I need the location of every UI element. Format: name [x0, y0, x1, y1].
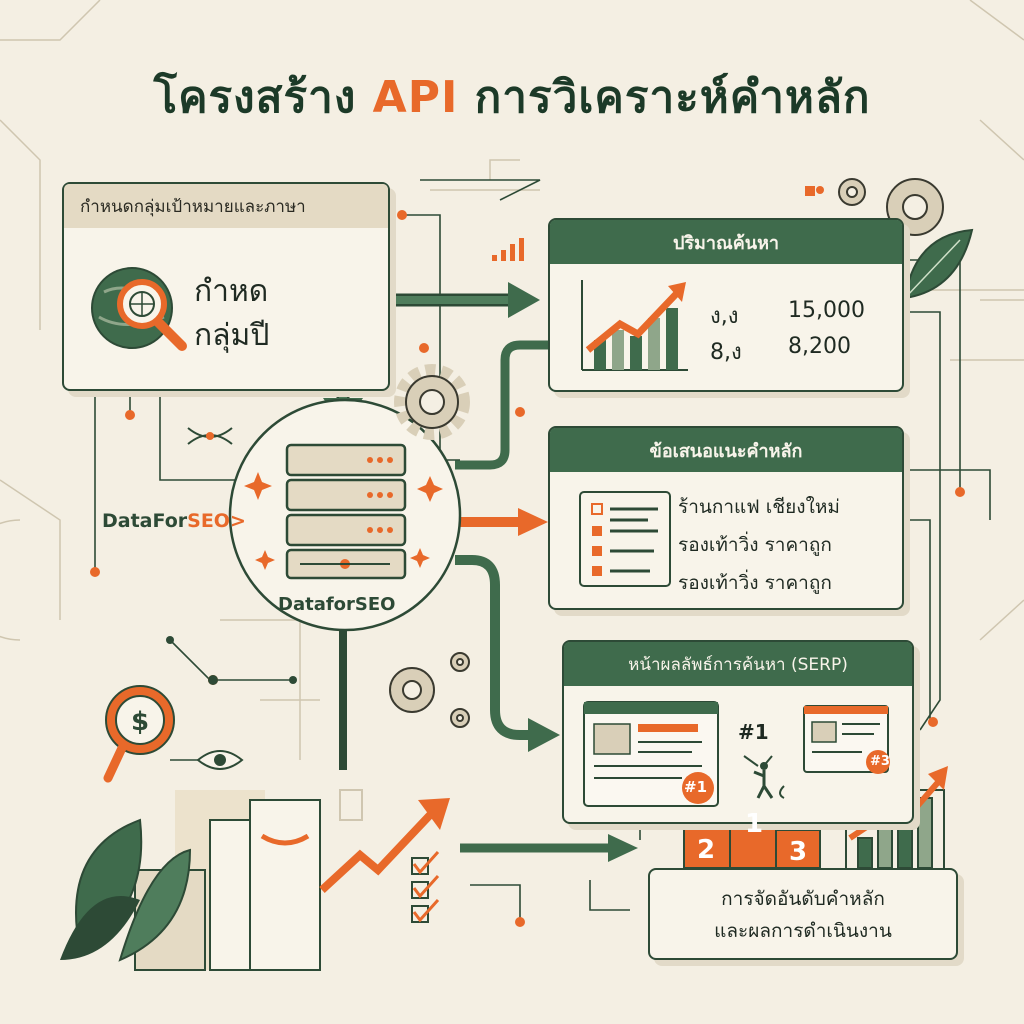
suggestion-item-2: รองเท้าวิ่ง ราคาถูก	[678, 534, 832, 556]
serp-page-icon-small	[803, 705, 890, 774]
target-audience-box: กำหนดกลุ่มเป้าหมายและภาษา กำหด กลุ่มปี	[62, 182, 390, 391]
keyword-suggestions-box: ข้อเสนอแนะคำหลัก ร้านกาแฟ เชียงใหม่ รองเ…	[548, 426, 904, 610]
dna-icon	[187, 427, 233, 445]
podium-rank-3: 3	[789, 837, 807, 867]
serp-rank-badge-1: #1	[684, 778, 708, 796]
title-suffix: การวิเคราะห์คำหลัก	[474, 72, 871, 123]
buildings-graphic	[134, 789, 363, 971]
podium-rank-1: 1	[745, 809, 763, 839]
brand-left-arrow: >	[229, 510, 246, 532]
checklist-icon	[411, 850, 440, 923]
money-search-icon: $	[103, 685, 175, 783]
target-line-1: กำหด	[194, 274, 269, 309]
gear-icon	[389, 652, 470, 728]
volume-row-2-value: 8,200	[788, 334, 851, 359]
climber-icon	[743, 755, 785, 799]
brand-left-accent: SEO	[187, 510, 230, 532]
arrow-from-hub-up	[455, 340, 548, 470]
background-circuit-lines	[0, 0, 1024, 760]
title-accent: API	[372, 72, 459, 123]
suggestion-item-1: ร้านกาแฟ เชียงใหม่	[678, 496, 840, 518]
volume-row-1-value: 15,000	[788, 298, 865, 323]
small-square-dot	[805, 186, 815, 196]
globe-search-icon	[91, 267, 187, 351]
serp-page-icon	[583, 701, 719, 807]
ranking-performance-box: การจัดอันดับคำหลัก และผลการดำเนินงาน	[648, 868, 958, 960]
volume-row-2-label: 8,ง	[710, 340, 742, 365]
volume-row-1-label: ง,ง	[710, 304, 739, 329]
search-volume-box: ปริมาณค้นหา ง,ง 15,000 8,ง 8,200	[548, 218, 904, 392]
server-stack-icon	[285, 443, 407, 580]
target-audience-header: กำหนดกลุ่มเป้าหมายและภาษา	[64, 184, 388, 228]
keyword-suggestions-header: ข้อเสนอแนะคำหลัก	[550, 428, 902, 472]
serp-box: หน้าผลลัพธ์การค้นหา (SERP) #1 #1 #3	[562, 640, 914, 824]
leaf-icon	[903, 228, 974, 300]
search-volume-header: ปริมาณค้นหา	[550, 220, 902, 264]
serp-rank-badge-3: #3	[870, 754, 890, 769]
gear-icon	[394, 364, 470, 440]
brand-logo-left: DataForSEO>	[102, 510, 246, 532]
mini-bar-icon	[492, 238, 524, 261]
podium-rank-2: 2	[697, 835, 715, 865]
ranking-line-2: และผลการดำเนินงาน	[714, 920, 892, 942]
volume-chart-icon	[581, 280, 688, 371]
arrow-to-serp	[455, 555, 530, 740]
hub-label: DataforSEO	[278, 594, 396, 615]
brand-left-prefix: DataFor	[102, 510, 188, 532]
suggestion-item-3: รองเท้าวิ่ง ราคาถูก	[678, 572, 832, 594]
serp-rank-label: #1	[738, 720, 769, 744]
ranking-line-1: การจัดอันดับคำหลัก	[721, 888, 885, 910]
target-line-2: กลุ่มปี	[194, 318, 270, 353]
title-prefix: โครงสร้าง	[153, 72, 357, 123]
trend-arrow-icon	[319, 798, 450, 893]
eye-icon	[196, 750, 244, 770]
serp-header: หน้าผลลัพธ์การค้นหา (SERP)	[564, 642, 912, 686]
page-title: โครงสร้าง API การวิเคราะห์คำหลัก	[0, 62, 1024, 132]
svg-text:$: $	[131, 707, 149, 737]
leaf-cluster-icon	[60, 818, 192, 962]
connector-dots-dark	[166, 636, 297, 685]
connector-dots	[90, 186, 965, 927]
podium-labels: 2 1 3	[697, 809, 807, 867]
sparkle-icons	[244, 472, 443, 570]
checklist-doc-icon	[579, 491, 671, 587]
